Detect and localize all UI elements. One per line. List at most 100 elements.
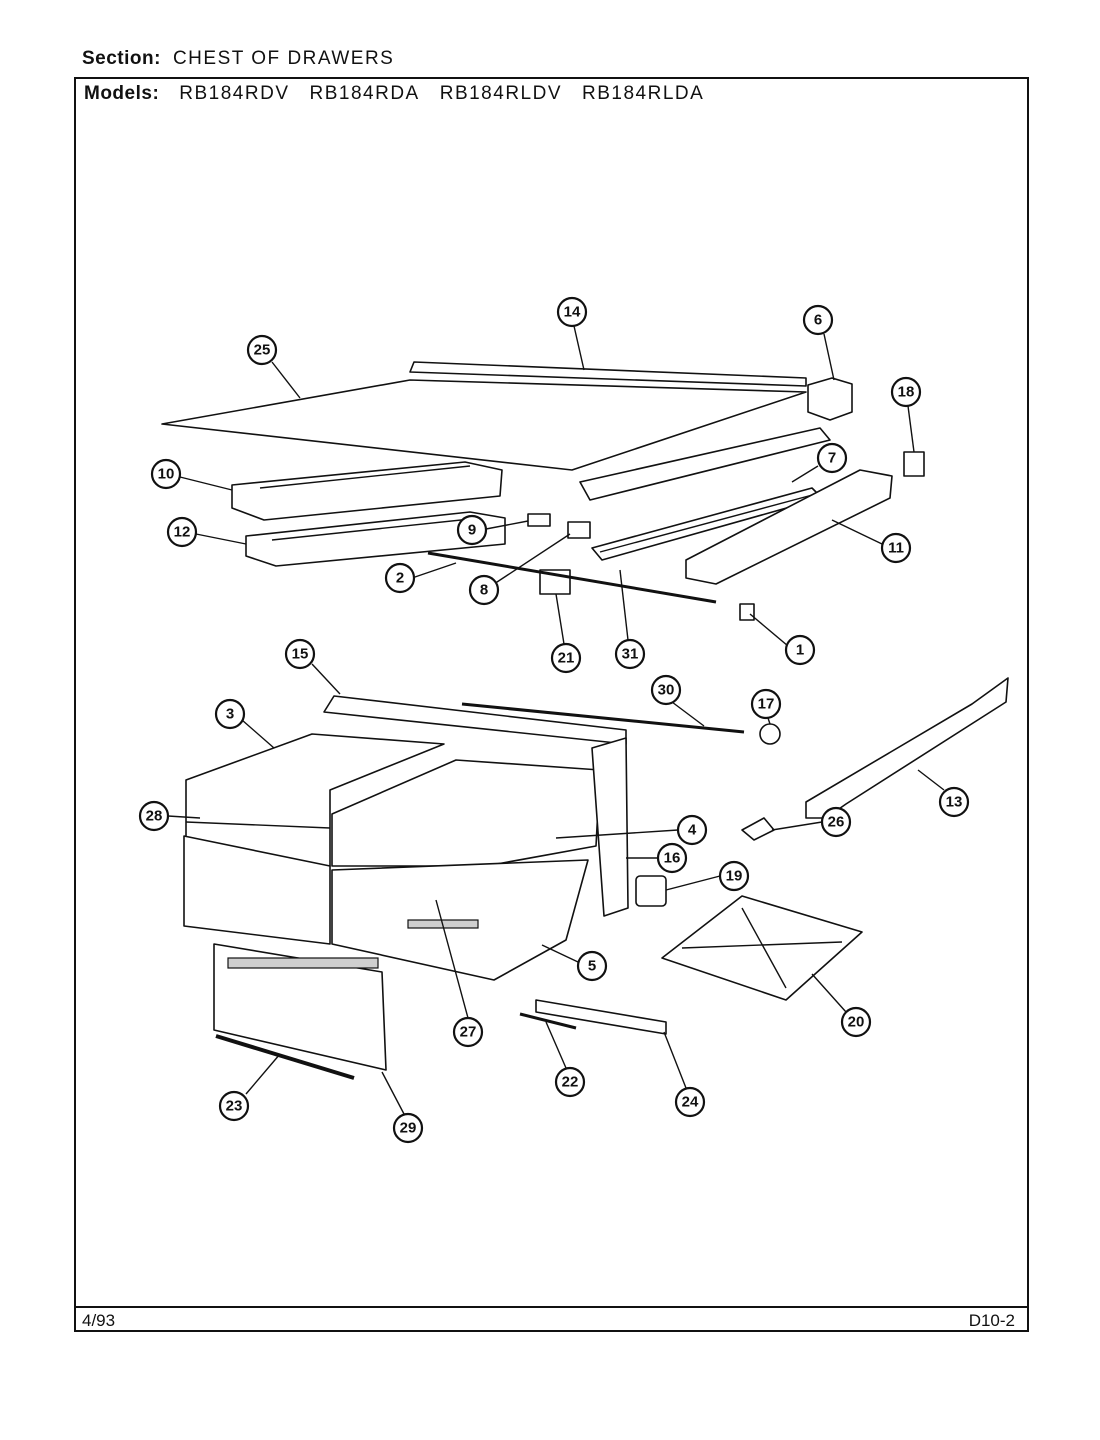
svg-text:19: 19 bbox=[726, 868, 743, 885]
cam-hub bbox=[759, 723, 781, 745]
svg-text:18: 18 bbox=[898, 384, 915, 401]
svg-text:22: 22 bbox=[562, 1074, 579, 1091]
callout-21: 21 bbox=[550, 593, 582, 674]
callout-23: 23 bbox=[218, 1053, 281, 1122]
callout-11: 11 bbox=[831, 519, 912, 564]
right-drawer bbox=[331, 759, 601, 867]
svg-text:9: 9 bbox=[468, 522, 476, 539]
callout-30: 30 bbox=[650, 674, 705, 727]
callout-22: 22 bbox=[545, 1021, 586, 1098]
svg-text:15: 15 bbox=[292, 646, 309, 663]
svg-text:3: 3 bbox=[226, 706, 234, 723]
svg-text:31: 31 bbox=[622, 646, 639, 663]
svg-text:30: 30 bbox=[658, 682, 675, 699]
support-rod bbox=[427, 551, 717, 604]
footer-rule bbox=[76, 1306, 1027, 1308]
left-lower-slide bbox=[245, 511, 506, 567]
callout-9: 9 bbox=[456, 514, 529, 546]
svg-text:25: 25 bbox=[254, 342, 271, 359]
svg-text:29: 29 bbox=[400, 1120, 417, 1137]
diagram-frame: Models: RB184RDV RB184RDA RB184RLDV RB184RLD… bbox=[74, 77, 1029, 1332]
cam-lever bbox=[741, 817, 775, 841]
svg-text:5: 5 bbox=[588, 958, 596, 975]
svg-text:28: 28 bbox=[146, 808, 163, 825]
crisper-cover-glass bbox=[161, 379, 807, 471]
section-value: CHEST OF DRAWERS bbox=[172, 48, 395, 69]
svg-text:21: 21 bbox=[558, 650, 575, 667]
callout-19: 19 bbox=[665, 860, 750, 892]
section-label: Section: bbox=[82, 48, 161, 69]
corner-block bbox=[807, 377, 853, 421]
callout-29: 29 bbox=[381, 1071, 424, 1144]
callout-2: 2 bbox=[384, 562, 457, 594]
rear-channel bbox=[323, 695, 627, 745]
front-panel-slot bbox=[227, 957, 379, 969]
handle-insert bbox=[519, 1012, 577, 1030]
footer-page-code: D10-2 bbox=[968, 1311, 1015, 1330]
models-heading: Models: RB184RDV RB184RDA RB184RLDV RB184RLD… bbox=[84, 83, 704, 105]
left-rail bbox=[805, 677, 1009, 819]
callout-15: 15 bbox=[284, 638, 341, 695]
svg-text:13: 13 bbox=[946, 794, 963, 811]
callout-1: 1 bbox=[749, 613, 816, 666]
svg-text:10: 10 bbox=[158, 466, 175, 483]
svg-text:6: 6 bbox=[814, 312, 822, 329]
callout-20: 20 bbox=[811, 973, 872, 1038]
callout-6: 6 bbox=[802, 304, 835, 381]
callout-13: 13 bbox=[917, 769, 970, 818]
svg-text:2: 2 bbox=[396, 570, 404, 587]
svg-text:26: 26 bbox=[828, 814, 845, 831]
callout-25: 25 bbox=[246, 334, 301, 399]
cover-bracket bbox=[903, 451, 925, 477]
slide-clip bbox=[527, 513, 551, 527]
footer-date: 4/93 bbox=[82, 1311, 116, 1330]
callout-4: 4 bbox=[555, 814, 708, 846]
callout-5: 5 bbox=[541, 944, 608, 982]
divider-rod bbox=[461, 702, 745, 734]
model-3: RB184RLDV bbox=[439, 83, 562, 104]
cover-rear-strip bbox=[409, 361, 807, 387]
svg-text:14: 14 bbox=[564, 304, 581, 321]
svg-text:11: 11 bbox=[888, 540, 904, 557]
rail-clip bbox=[739, 603, 755, 621]
end-cap bbox=[635, 875, 667, 907]
left-upper-slide bbox=[231, 461, 503, 521]
callout-24: 24 bbox=[663, 1031, 706, 1118]
right-rail bbox=[685, 469, 893, 585]
callout-10: 10 bbox=[150, 458, 233, 491]
model-1: RB184RDV bbox=[179, 83, 290, 104]
svg-text:8: 8 bbox=[480, 582, 488, 599]
callout-8: 8 bbox=[468, 533, 571, 606]
svg-text:1: 1 bbox=[796, 642, 804, 659]
model-2: RB184RDA bbox=[309, 83, 420, 104]
drawer-frame bbox=[591, 737, 629, 917]
section-heading: Section: CHEST OF DRAWERS bbox=[82, 48, 394, 70]
callout-7: 7 bbox=[791, 442, 848, 483]
svg-text:27: 27 bbox=[460, 1024, 477, 1041]
svg-text:20: 20 bbox=[848, 1014, 865, 1031]
callout-12: 12 bbox=[166, 516, 247, 548]
drawer-handle bbox=[535, 999, 667, 1035]
svg-text:7: 7 bbox=[828, 450, 836, 467]
models-label: Models: bbox=[84, 83, 160, 104]
svg-text:4: 4 bbox=[688, 822, 697, 839]
svg-text:24: 24 bbox=[682, 1094, 699, 1111]
model-4: RB184RLDA bbox=[582, 83, 705, 104]
cover-front-rail bbox=[579, 427, 831, 501]
callout-31: 31 bbox=[614, 569, 646, 670]
svg-text:12: 12 bbox=[174, 524, 191, 541]
left-lower-pan bbox=[183, 835, 331, 945]
callout-28: 28 bbox=[138, 800, 201, 832]
callout-16: 16 bbox=[626, 842, 688, 874]
front-trim-strip bbox=[215, 1034, 355, 1080]
callout-26: 26 bbox=[771, 806, 852, 838]
callout-14: 14 bbox=[556, 296, 588, 371]
callout-17: 17 bbox=[750, 688, 782, 725]
svg-text:17: 17 bbox=[758, 696, 775, 713]
svg-text:23: 23 bbox=[226, 1098, 243, 1115]
callout-18: 18 bbox=[890, 376, 922, 453]
callout-27: 27 bbox=[435, 899, 484, 1048]
svg-text:16: 16 bbox=[664, 850, 681, 867]
slide-stop bbox=[567, 521, 591, 539]
